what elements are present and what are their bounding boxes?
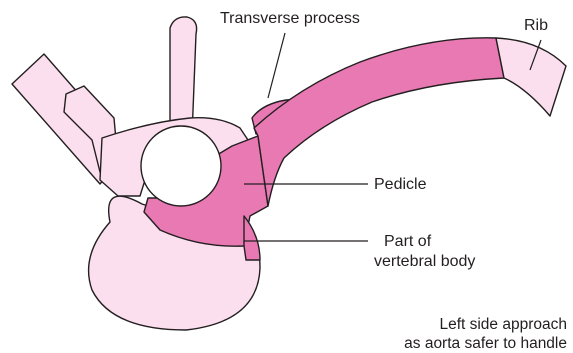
label-pedicle: Pedicle [374, 176, 427, 193]
label-part-of: Part of [384, 233, 432, 250]
part-of-vertebral-body [244, 216, 260, 260]
note-line-2: as aorta safer to handle [404, 335, 567, 352]
label-vertebral-body: vertebral body [374, 253, 475, 270]
note-line-1: Left side approach [439, 316, 567, 333]
label-transverse-process: Transverse process [220, 10, 360, 27]
vertebral-canal [141, 126, 221, 206]
rib-end [496, 38, 566, 116]
transverse-process-leader [268, 33, 285, 98]
label-rib: Rib [524, 17, 548, 34]
